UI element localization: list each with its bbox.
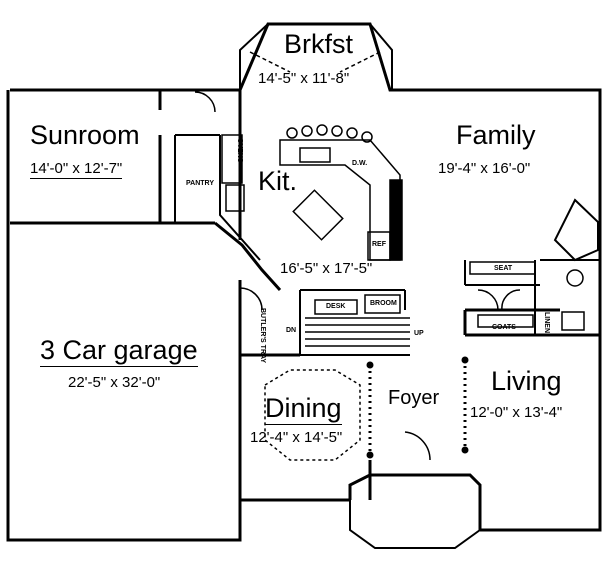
- ovens-cabinet: [221, 134, 243, 184]
- foyer-door-swing: [404, 431, 431, 461]
- display-shelves: [389, 179, 403, 261]
- room-dims-sunroom: 14'-0" x 12'-7": [30, 160, 123, 179]
- bath-sink: [561, 311, 585, 331]
- living-walls: [463, 308, 600, 337]
- room-name-sunroom: Sunroom: [30, 120, 140, 150]
- room-dims-garage: 22'-5" x 32'-0": [68, 374, 161, 391]
- fixture-up: UP: [414, 330, 424, 337]
- fixture-dn: DN: [286, 327, 297, 334]
- desk: [314, 299, 358, 315]
- columns: [366, 356, 469, 459]
- kitchen-sink: [299, 147, 331, 163]
- fixture-ref: REF: [372, 241, 386, 248]
- seat-bench: [469, 261, 536, 275]
- pantry-walls: [174, 134, 261, 261]
- room-name-garage: 3 Car garage: [40, 335, 198, 367]
- fixture-desk: DESK: [326, 303, 346, 310]
- room-dims-dining: 12'-4" x 14'-5": [250, 429, 343, 446]
- toilet: [566, 269, 584, 287]
- room-dims-family: 19'-4" x 16'-0": [438, 160, 531, 177]
- room-dims-brkfst: 14'-5" x 11'-8": [258, 70, 350, 87]
- closet-walls: [464, 259, 600, 335]
- fireplace: [553, 198, 599, 262]
- front-bay-walls: [349, 500, 481, 549]
- fixture-pantry: PANTRY: [186, 180, 214, 187]
- breakfast-bay-lines: [249, 51, 381, 73]
- coats-door-swing: [477, 289, 521, 311]
- room-dims-living: 12'-0" x 13'-4": [470, 404, 563, 421]
- stair-treads: [305, 317, 410, 347]
- room-name-family: Family: [456, 120, 536, 150]
- room-name-dining: Dining: [265, 393, 342, 425]
- fixture-ovens: OVENS: [236, 138, 243, 163]
- coats-closet: [477, 314, 534, 328]
- bar-stools: [286, 124, 373, 143]
- breakfast-bay-walls: [239, 23, 393, 90]
- fixture-seat: SEAT: [494, 265, 513, 272]
- garage-door-swing: [239, 287, 263, 311]
- room-name-kit: Kit.: [258, 166, 298, 196]
- fixture-dw: D.W.: [352, 160, 368, 167]
- dining-walls: [240, 353, 372, 502]
- fixture-coats: COATS: [492, 324, 516, 331]
- broom-closet: [364, 294, 401, 314]
- room-name-living: Living: [491, 366, 562, 396]
- fixture-display-shelves: DISPLAY SHELVES: [395, 188, 402, 252]
- room-name-foyer: Foyer: [388, 387, 440, 409]
- kitchen-diagonal-wall: [214, 221, 282, 292]
- exterior-walls: [6, 22, 602, 542]
- refrigerator: [367, 231, 391, 261]
- room-name-brkfst: Brkfst: [284, 29, 354, 59]
- room-dims-kit: 16'-5" x 17'-5": [280, 260, 373, 277]
- fixture-butlers-tray: BUTLER'S TRAY: [259, 308, 266, 364]
- stair-walls: [299, 289, 410, 356]
- dining-table-outline: [264, 369, 361, 461]
- fixture-broom: BROOM: [370, 300, 397, 307]
- cooktop: [225, 184, 245, 212]
- sunroom-door-swing: [194, 91, 216, 113]
- kitchen-island: [292, 189, 344, 241]
- fixture-linen: LINEN: [543, 312, 550, 333]
